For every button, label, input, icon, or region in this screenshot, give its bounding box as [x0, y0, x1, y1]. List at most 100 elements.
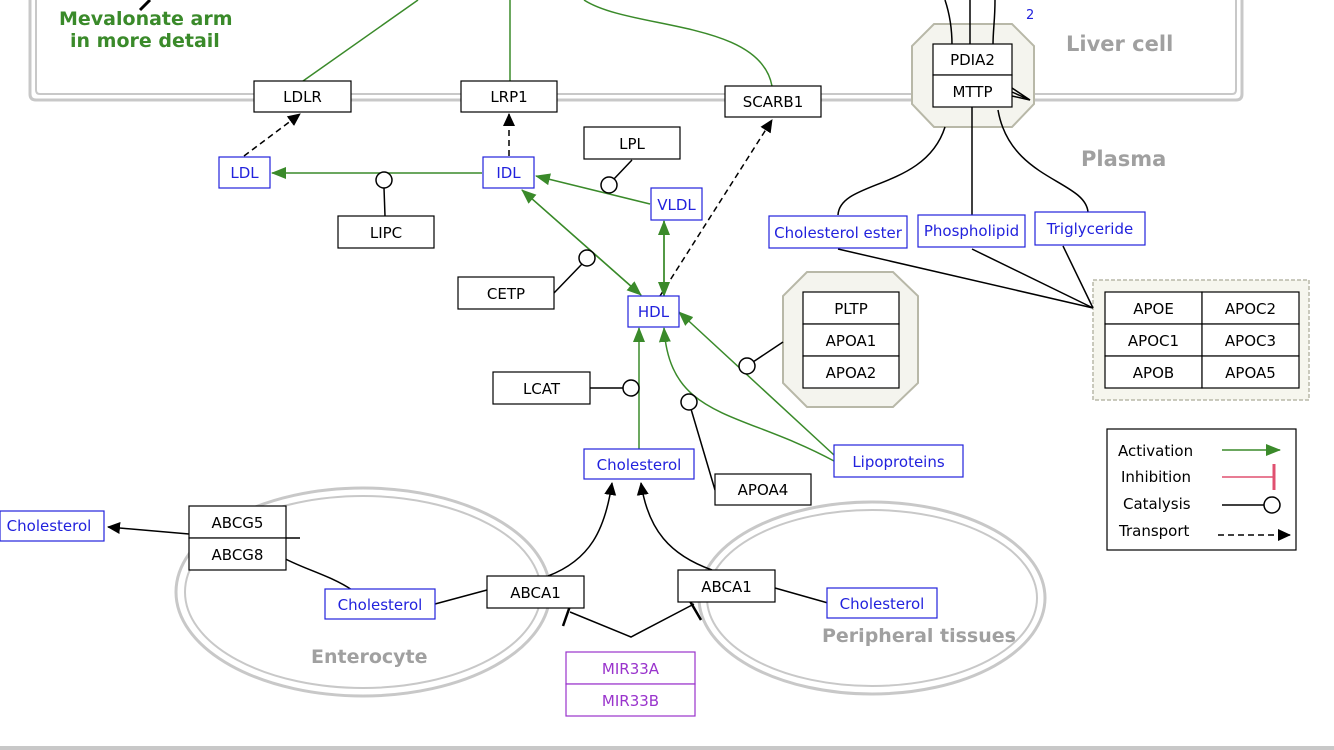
edge-phosph-apo	[971, 248, 1094, 309]
plasma-label: Plasma	[1081, 147, 1166, 171]
node-ldlr[interactable]: LDLR	[253, 80, 352, 113]
mevalonate-link[interactable]: Mevalonate arm in more detail	[59, 0, 233, 52]
svg-text:APOA1: APOA1	[826, 332, 877, 350]
svg-text:LRP1: LRP1	[490, 88, 527, 106]
legend-transport-label: Transport	[1118, 522, 1190, 540]
node-phospholipid[interactable]: Phospholipid	[917, 214, 1026, 248]
svg-text:Triglyceride: Triglyceride	[1046, 220, 1133, 238]
node-pltp[interactable]: PLTP	[802, 291, 900, 325]
edge-mttp-triglyceride	[997, 109, 1089, 213]
node-apoe[interactable]: APOE	[1104, 291, 1203, 325]
node-abcg8[interactable]: ABCG8	[188, 537, 287, 571]
node-lipc[interactable]: LIPC	[337, 215, 435, 249]
node-lcat[interactable]: LCAT	[492, 371, 591, 405]
node-scarb1[interactable]: SCARB1	[724, 85, 822, 118]
node-abca1-right[interactable]: ABCA1	[677, 569, 776, 603]
svg-text:LPL: LPL	[619, 135, 645, 153]
edge-lipo-hdl-curve	[658, 327, 835, 462]
bottom-border	[0, 746, 1334, 750]
footnote-marker: 2	[1026, 8, 1034, 23]
edge-pltp-cat	[752, 341, 784, 363]
mevalonate-label-line1: Mevalonate arm	[59, 8, 233, 30]
catalysis-circle-lipc	[375, 171, 393, 189]
svg-text:LCAT: LCAT	[523, 380, 561, 398]
legend-inhibition-label: Inhibition	[1121, 468, 1191, 486]
edge-abca1-left-chol	[547, 482, 617, 577]
node-pdia2[interactable]: PDIA2	[932, 43, 1013, 76]
catalysis-circle-lpl	[600, 176, 618, 194]
svg-text:CETP: CETP	[487, 285, 525, 303]
node-apoc1[interactable]: APOC1	[1104, 323, 1203, 357]
svg-text:Cholesterol ester: Cholesterol ester	[774, 224, 903, 242]
node-cholesterol-peripheral[interactable]: Cholesterol	[826, 587, 938, 619]
svg-text:APOA4: APOA4	[738, 481, 789, 499]
node-ldl[interactable]: LDL	[218, 156, 271, 189]
enterocyte-label: Enterocyte	[311, 646, 428, 668]
node-apoa5[interactable]: APOA5	[1201, 355, 1300, 389]
svg-text:MIR33A: MIR33A	[602, 660, 660, 678]
svg-text:Cholesterol: Cholesterol	[338, 596, 423, 614]
edge-cetp-cat	[553, 263, 583, 294]
svg-text:ABCA1: ABCA1	[701, 578, 752, 596]
node-abca1-left[interactable]: ABCA1	[486, 575, 585, 609]
node-cholesterol-enterocyte[interactable]: Cholesterol	[324, 588, 436, 620]
edge-apoa4-cat	[690, 408, 716, 491]
node-apob[interactable]: APOB	[1104, 355, 1203, 389]
svg-text:HDL: HDL	[638, 303, 670, 321]
svg-text:Cholesterol: Cholesterol	[597, 456, 682, 474]
svg-text:APOA5: APOA5	[1225, 364, 1276, 382]
catalysis-circle-apoa4	[680, 393, 698, 411]
legend-catalysis-label: Catalysis	[1123, 495, 1191, 513]
svg-text:APOB: APOB	[1133, 364, 1174, 382]
legend-activation-label: Activation	[1118, 442, 1193, 460]
edge-hdl-scarb1	[659, 119, 773, 297]
edge-ldlr-top	[302, 0, 419, 82]
svg-text:LIPC: LIPC	[370, 224, 402, 242]
node-idl[interactable]: IDL	[482, 156, 535, 189]
node-mir33b[interactable]: MIR33B	[565, 683, 696, 717]
node-lipoproteins[interactable]: Lipoproteins	[833, 444, 964, 478]
node-apoc3[interactable]: APOC3	[1201, 323, 1300, 357]
svg-text:ABCG5: ABCG5	[212, 514, 264, 532]
liver-cell-compartment	[28, 0, 1244, 102]
legend: Activation Inhibition Catalysis Transpor…	[1106, 428, 1297, 551]
node-apoa1[interactable]: APOA1	[802, 323, 900, 357]
svg-text:Cholesterol: Cholesterol	[840, 595, 925, 613]
edge-mttp-marker	[1011, 87, 1031, 101]
node-cetp[interactable]: CETP	[457, 276, 555, 310]
node-mir33a[interactable]: MIR33A	[565, 651, 696, 685]
svg-text:PLTP: PLTP	[834, 300, 868, 318]
node-vldl[interactable]: VLDL	[650, 187, 703, 221]
svg-text:APOA2: APOA2	[826, 364, 877, 382]
edge-vldl-idl	[535, 173, 651, 205]
edge-enterochol-abcg	[279, 555, 353, 591]
node-triglyceride[interactable]: Triglyceride	[1034, 211, 1146, 246]
node-mttp[interactable]: MTTP	[932, 74, 1013, 108]
edge-perichol-abca1	[774, 587, 829, 604]
svg-text:Phospholipid: Phospholipid	[924, 222, 1019, 240]
edge-hdl-idl	[521, 189, 642, 296]
node-apoc2[interactable]: APOC2	[1201, 291, 1300, 325]
node-apoa4[interactable]: APOA4	[714, 473, 812, 506]
node-lrp1[interactable]: LRP1	[460, 80, 558, 113]
edge-mir33-bar-left	[561, 605, 572, 627]
edge-abcg-chol	[107, 522, 190, 535]
node-hdl[interactable]: HDL	[627, 295, 680, 328]
node-cholesterol-center[interactable]: Cholesterol	[583, 448, 695, 480]
liver-cell-label: Liver cell	[1066, 32, 1173, 56]
node-cholesterol-left[interactable]: Cholesterol	[0, 510, 105, 542]
svg-text:MTTP: MTTP	[952, 83, 992, 101]
edge-trig-apo	[1062, 245, 1094, 309]
svg-text:Cholesterol: Cholesterol	[7, 517, 92, 535]
edge-lipc-cat	[383, 187, 386, 217]
node-lpl[interactable]: LPL	[583, 126, 681, 160]
edge-mir33-inhibit	[569, 603, 695, 638]
node-abcg5[interactable]: ABCG5	[188, 505, 287, 539]
svg-text:LDL: LDL	[230, 164, 259, 182]
node-apoa2[interactable]: APOA2	[802, 355, 900, 389]
peripheral-tissues-label: Peripheral tissues	[822, 625, 1016, 647]
svg-text:LDLR: LDLR	[283, 88, 322, 106]
svg-text:APOC3: APOC3	[1225, 332, 1276, 350]
node-cholesterol-ester[interactable]: Cholesterol ester	[768, 215, 908, 249]
